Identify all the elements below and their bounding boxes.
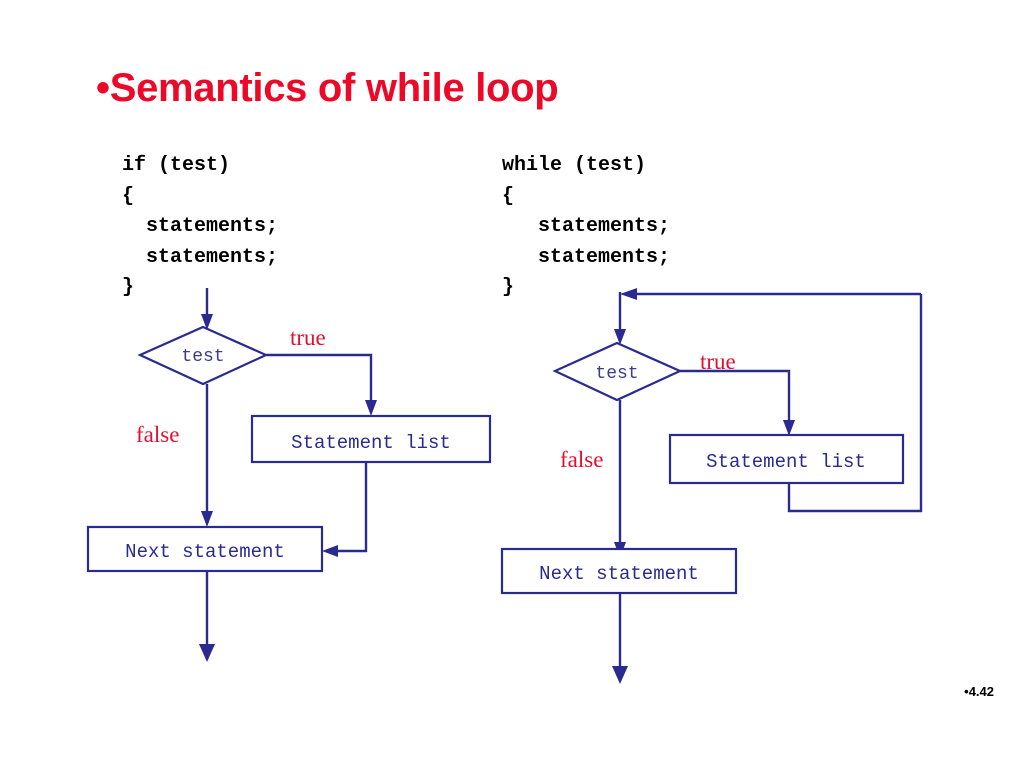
while-exit-arrowhead <box>612 666 628 684</box>
if-next-statement-box <box>86 525 324 573</box>
if-decision-diamond <box>137 325 269 386</box>
if-exit-arrowhead <box>199 644 215 662</box>
if-false-arrowhead <box>201 511 213 527</box>
while-false-label: false <box>560 447 603 472</box>
while-loopback-path <box>787 294 923 513</box>
while-decision-diamond <box>552 341 683 402</box>
while-loopback-arrowhead <box>620 288 637 300</box>
while-true-arrowhead <box>783 420 795 436</box>
if-decision-label: test <box>181 347 224 367</box>
if-true-path <box>266 353 373 404</box>
code-block-if: if (test) { statements; statements; } <box>122 154 279 299</box>
while-statement-list-box <box>668 433 905 485</box>
while-entry-arrowhead <box>614 329 626 345</box>
if-statement-list-box <box>250 414 492 464</box>
while-decision-label: test <box>595 364 638 384</box>
if-flowchart: test true Statement list false Next stat… <box>86 288 492 662</box>
if-entry-arrowhead <box>201 314 213 330</box>
if-merge-arrowhead <box>322 545 338 557</box>
page-title: •Semantics of while loop <box>96 66 559 110</box>
if-statement-list-label: Statement list <box>291 432 451 454</box>
if-next-statement-label: Next statement <box>125 541 285 563</box>
if-true-label: true <box>290 325 326 350</box>
if-true-arrowhead <box>365 400 377 416</box>
code-block-while: while (test) { statements; statements; } <box>502 154 671 299</box>
while-true-label: true <box>700 349 736 374</box>
page-number: •4.42 <box>964 684 994 699</box>
while-flowchart: test true Statement list false Next stat… <box>500 288 923 684</box>
if-merge-path <box>334 462 368 553</box>
while-statement-list-label: Statement list <box>706 451 866 473</box>
while-next-statement-label: Next statement <box>539 563 699 585</box>
while-true-path <box>680 369 791 424</box>
if-false-label: false <box>136 422 179 447</box>
